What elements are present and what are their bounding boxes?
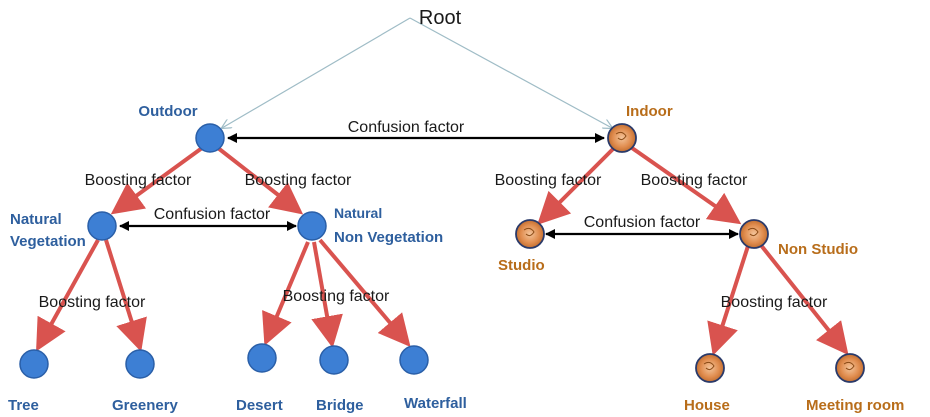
label-boost-vegetation: Boosting factor: [39, 294, 146, 311]
swirl-icon: [703, 361, 715, 371]
node-tree: [19, 349, 49, 379]
node-non-studio: [739, 219, 769, 249]
boosting-edges: [36, 146, 849, 356]
swirl-icon: [747, 227, 759, 237]
edge-outdoor-vegetation: [110, 146, 204, 215]
node-natural-vegetation: [87, 211, 117, 241]
node-indoor: [607, 123, 637, 153]
label-boost-non-vegetation: Boosting factor: [283, 288, 390, 305]
label-indoor: Indoor: [626, 103, 673, 120]
root-label: Root: [419, 7, 462, 29]
node-studio: [515, 219, 545, 249]
indoor-nodes: [515, 123, 865, 383]
root-edges: [222, 17, 612, 128]
outdoor-nodes: [19, 123, 429, 379]
node-meeting-room: [835, 353, 865, 383]
swirl-icon: [615, 131, 627, 141]
edge-indoor-nonstudio: [630, 146, 742, 225]
node-desert: [247, 343, 277, 373]
label-natural-vegetation-line2: Vegetation: [10, 233, 86, 250]
label-waterfall: Waterfall: [404, 395, 467, 412]
confusion-edges: [119, 133, 739, 239]
label-house: House: [684, 397, 730, 414]
label-confusion-indoor: Confusion factor: [584, 214, 701, 231]
label-natural-non-vegetation-line2: Non Vegetation: [334, 229, 443, 246]
label-boost-outdoor-left: Boosting factor: [85, 172, 192, 189]
label-confusion-top: Confusion factor: [348, 119, 465, 136]
label-greenery: Greenery: [112, 397, 179, 414]
label-boost-indoor-right: Boosting factor: [641, 172, 748, 189]
label-boost-non-studio: Boosting factor: [721, 294, 828, 311]
label-boost-indoor-left: Boosting factor: [495, 172, 602, 189]
label-desert: Desert: [236, 397, 283, 414]
label-meeting-room: Meeting room: [806, 397, 904, 414]
node-house: [695, 353, 725, 383]
label-tree: Tree: [8, 397, 39, 414]
edge-nonveg-waterfall: [318, 238, 411, 348]
node-natural-non-vegetation: [297, 211, 327, 241]
indoor-node-swirls: [523, 131, 855, 371]
label-studio: Studio: [498, 257, 545, 274]
label-natural-non-vegetation-line1: Natural: [334, 205, 382, 221]
edge-indoor-studio: [537, 146, 616, 225]
node-waterfall: [399, 345, 429, 375]
node-greenery: [125, 349, 155, 379]
edge-nonveg-desert: [262, 241, 310, 346]
label-bridge: Bridge: [316, 397, 364, 414]
edge-vegetation-greenery: [104, 239, 147, 352]
edge-vegetation-tree: [36, 239, 100, 352]
label-confusion-outdoor: Confusion factor: [154, 206, 271, 223]
node-outdoor: [195, 123, 225, 153]
edge-nonveg-bridge: [311, 241, 343, 348]
swirl-icon: [843, 361, 855, 371]
label-boost-outdoor-right: Boosting factor: [245, 172, 352, 189]
node-bridge: [319, 345, 349, 375]
label-natural-vegetation-line1: Natural: [10, 211, 62, 228]
edge-nonstudio-house: [707, 245, 750, 356]
label-outdoor: Outdoor: [138, 103, 197, 120]
swirl-icon: [523, 227, 535, 237]
edge-root-outdoor: [222, 17, 411, 128]
edge-outdoor-nonvegetation: [216, 146, 304, 215]
label-non-studio: Non Studio: [778, 241, 858, 258]
edge-root-indoor: [409, 17, 612, 128]
edge-nonstudio-meeting: [758, 242, 849, 356]
